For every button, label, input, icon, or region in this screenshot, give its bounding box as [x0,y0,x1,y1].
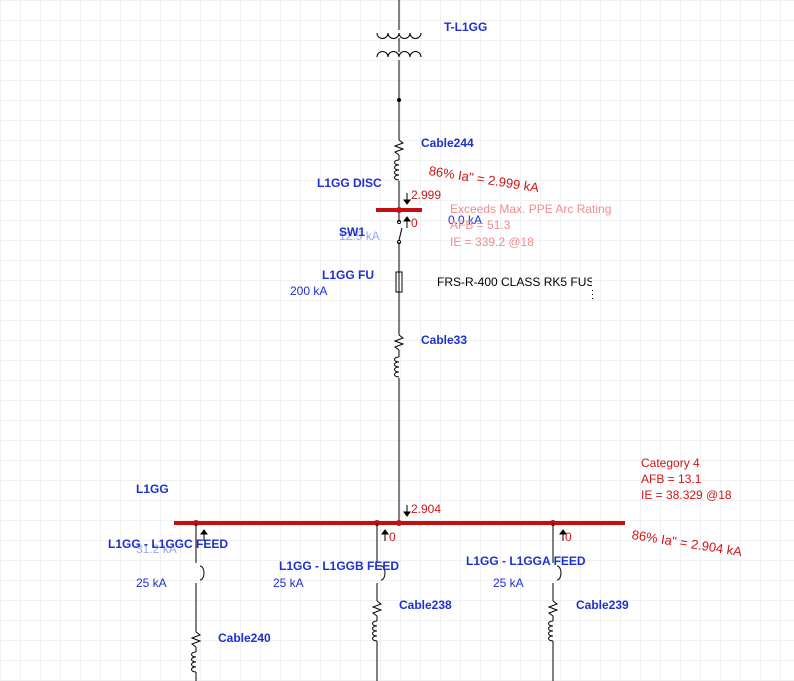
bus-label[interactable]: L1GG [136,482,169,496]
disconnect-label[interactable]: L1GG DISC [317,176,382,190]
node-dot [397,98,401,102]
arrow-up-icon [559,529,567,541]
arrow-up-icon [200,529,208,541]
arrow-up-icon [403,216,411,228]
disconnect-afb: AFB = 51.3 [450,218,511,232]
bus-nodes [193,520,556,526]
feeder-c-faint-rating: 31.2 kA [136,542,177,556]
cable-symbol[interactable] [393,334,405,378]
cable-label-mid[interactable]: Cable33 [421,333,468,347]
disconnect-zero-marker: 0 [411,216,418,230]
bus-category: Category 4 [641,456,700,470]
disconnect-incident-value: 2.999 [411,188,442,202]
transformer-label[interactable]: T-L1GG [444,20,488,34]
feeder-a-branch[interactable] [547,523,562,681]
cable-label-top[interactable]: Cable244 [421,136,474,150]
switch-label[interactable]: SW1 [339,225,366,239]
switch-symbol[interactable] [396,219,403,245]
transformer-symbol[interactable] [376,32,422,58]
feeder-a-label[interactable]: L1GG - L1GGA FEED [466,554,586,568]
feeder-a-rating: 25 kA [493,576,524,590]
feeder-b-label[interactable]: L1GG - L1GGB FEED [279,559,400,573]
feeder-b-branch[interactable] [371,523,386,681]
node-dot [396,207,402,213]
bus-ie: IE = 38.329 @18 [641,488,732,502]
cable-label-feed-c[interactable]: Cable240 [218,631,271,645]
fuse-description: FRS-R-400 CLASS RK5 FUSE [437,275,592,289]
bus-afb: AFB = 13.1 [641,472,702,486]
feeder-c-rating: 25 kA [136,576,167,590]
cable-label-feed-a[interactable]: Cable239 [576,598,629,612]
cable-label-feed-b[interactable]: Cable238 [399,598,452,612]
fuse-label[interactable]: L1GG FU [322,268,375,282]
ellipsis-icon[interactable] [592,290,593,299]
bus-incident-value: 2.904 [411,502,442,516]
cable-symbol[interactable] [393,139,405,181]
arrow-up-icon [381,529,389,541]
bus-zero-marker: 0 [389,530,396,544]
feeder-a-zero-marker: 0 [565,530,572,544]
arrow-down-icon [403,505,411,517]
feeder-c-branch[interactable] [190,523,205,681]
disconnect-ie: IE = 339.2 @18 [450,235,534,249]
feeder-b-rating: 25 kA [273,576,304,590]
switch-faint-rating: 12.5 kA [339,229,380,243]
feeder-c-label[interactable]: L1GG - L1GGC FEED [108,537,229,551]
arrow-down-icon [403,193,411,205]
ppe-warning: Exceeds Max. PPE Arc Rating [450,202,612,216]
fuse-rating: 200 kA [290,284,328,298]
disconnect-current: 0.0 kA [448,213,483,227]
fuse-symbol[interactable] [395,271,403,293]
